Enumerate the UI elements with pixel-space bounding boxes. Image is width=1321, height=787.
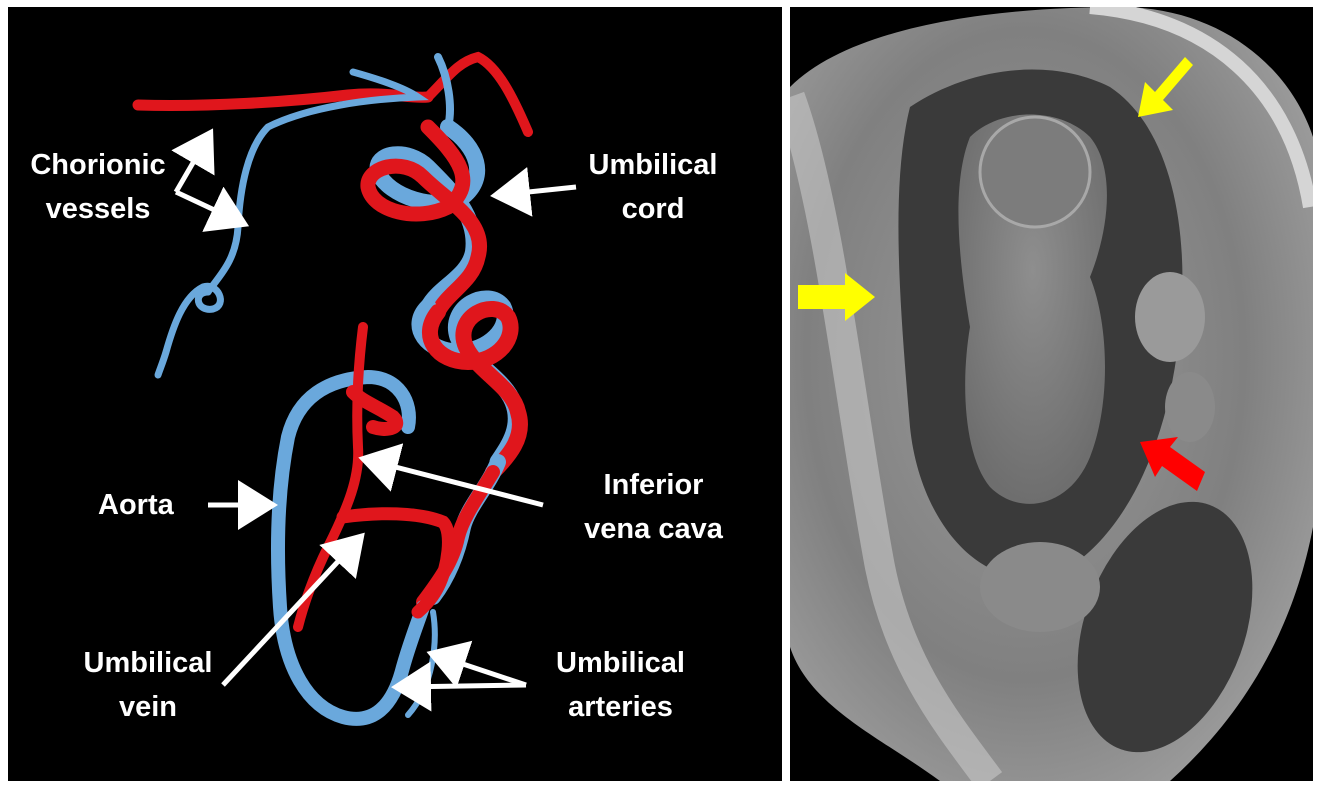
label-inferior-vena-cava: Inferior vena cava [566, 463, 741, 551]
vessel-reconstruction-panel: Chorionic vessels Umbilical cord Aorta I… [8, 7, 782, 781]
arrow-ivc [368, 460, 543, 505]
label-umbilical-arteries: Umbilical arteries [538, 641, 703, 729]
arrow-umbilical-cord [500, 187, 576, 195]
label-umbilical-vein: Umbilical vein [63, 641, 233, 729]
umbilical-arteries-vessel [388, 617, 418, 707]
mri-image [790, 7, 1313, 781]
label-aorta: Aorta [98, 483, 174, 527]
arrow-umbilical-arteries-2 [401, 685, 526, 687]
arrow-chorionic-2 [176, 192, 240, 222]
umbilical-vein-vessel [343, 514, 448, 612]
arrow-umbilical-arteries-1 [436, 655, 526, 685]
label-chorionic-vessels: Chorionic vessels [14, 143, 182, 231]
mri-scan-panel [790, 7, 1313, 781]
label-umbilical-cord: Umbilical cord [578, 143, 728, 231]
chorionic-vein-loop [158, 286, 220, 375]
